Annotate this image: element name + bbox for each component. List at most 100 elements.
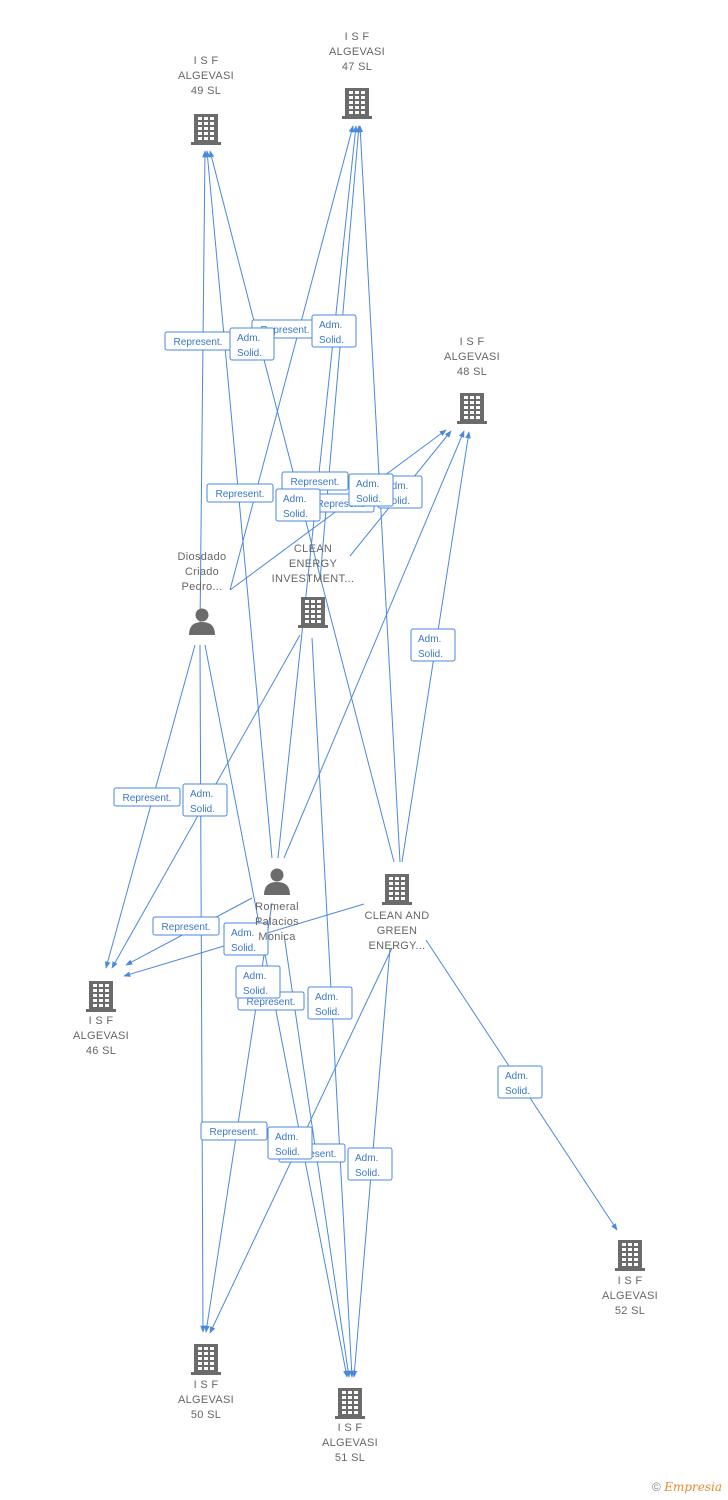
footer: © Empresia: [652, 1480, 722, 1494]
node-label-line: Criado: [185, 566, 219, 578]
node-label-line: Diosdado: [178, 551, 227, 563]
edge-label-text: Represent.: [291, 477, 340, 488]
edge-label-box: [267, 1126, 313, 1160]
edge-label-cCG-n51[interactable]: Adm. Solid.: [307, 986, 353, 1020]
edge-label-text: Represent.: [317, 499, 366, 510]
edge-label-pD-n50[interactable]: Represent.: [200, 1121, 268, 1141]
node-label-line: ALGEVASI: [602, 1290, 658, 1302]
node-label-line: ALGEVASI: [322, 1437, 378, 1449]
building-icon: [191, 114, 221, 145]
edge-label-text: Represent.: [210, 1127, 259, 1138]
brand-logo[interactable]: Empresia: [664, 1480, 722, 1494]
edge-label-cCG-n47[interactable]: Adm. Solid.: [348, 473, 394, 507]
node-pD[interactable]: DiosdadoCriadoPedro...: [178, 551, 227, 635]
edge-label-pR-n47[interactable]: Represent.: [206, 483, 274, 503]
node-cCG[interactable]: CLEAN ANDGREENENERGY...: [364, 874, 429, 952]
edge-label-cCG-n50[interactable]: Adm.Solid.: [235, 965, 281, 999]
node-label-line: I S F: [194, 1379, 219, 1391]
edge-label-cCE-n46[interactable]: Adm.Solid.: [182, 783, 228, 817]
edge-label-text: Represent.: [247, 997, 296, 1008]
edge-label-text: Solid.: [231, 943, 256, 954]
edge-label-box: [200, 1121, 268, 1141]
edge-label-text: Represent.: [261, 325, 310, 336]
edge-label-pR-n49[interactable]: Adm. Solid.: [229, 327, 275, 361]
node-n52[interactable]: I S F ALGEVASI 52 SL: [602, 1240, 658, 1317]
edge-label-cCG-n49[interactable]: Adm.Solid.: [275, 488, 321, 522]
edge-label-text: Adm.: [319, 320, 342, 331]
node-label-line: 47 SL: [342, 61, 372, 73]
node-label-line: ALGEVASI: [444, 351, 500, 363]
edge-label-text: Solid.: [237, 348, 262, 359]
node-label-line: INVESTMENT...: [272, 573, 355, 585]
edge-label-text: Solid.: [275, 1147, 300, 1158]
edge-pR-n49: [204, 150, 273, 859]
edge-label-box: [348, 473, 394, 507]
node-label-line: 46 SL: [86, 1045, 116, 1057]
edge-label-pR-n46[interactable]: Represent.: [152, 916, 220, 936]
building-icon: [615, 1240, 645, 1271]
edge-label-cCG-n52[interactable]: Adm. Solid.: [497, 1065, 543, 1099]
edge-label-box: [410, 628, 456, 662]
edge-label-box: [311, 314, 357, 348]
node-label-line: 52 SL: [615, 1305, 645, 1317]
edge-label-pD-n49[interactable]: Represent.: [164, 331, 232, 351]
edge-label-cCG-n48[interactable]: Adm. Solid.: [410, 628, 456, 662]
copyright-symbol: ©: [652, 1480, 661, 1494]
edge-label-text: Solid.: [505, 1086, 530, 1097]
edge-label-text: Adm.: [283, 494, 306, 505]
edge-label-cCE-n47[interactable]: Adm. Solid.: [311, 314, 357, 348]
edge-label-cCG-n46[interactable]: Adm. Solid.: [223, 922, 269, 956]
edge-label-pR-n50[interactable]: Adm. Solid.: [267, 1126, 313, 1160]
edge-label-box: [235, 965, 281, 999]
edge-label-text: Adm.: [505, 1071, 528, 1082]
node-label-line: ENERGY: [289, 558, 338, 570]
edge-label-text: Adm.: [231, 928, 254, 939]
building-icon: [86, 981, 116, 1012]
edge-label-text: Adm.: [356, 479, 379, 490]
node-label-line: 48 SL: [457, 366, 487, 378]
node-n51[interactable]: I S F ALGEVASI 51 SL: [322, 1388, 378, 1464]
building-icon: [191, 1344, 221, 1375]
edge-label-text: Adm.: [418, 634, 441, 645]
edge-label-text: Solid.: [418, 649, 443, 660]
edge-label-text: Adm.: [275, 1132, 298, 1143]
node-label-line: I S F: [338, 1422, 363, 1434]
node-label-line: CLEAN: [294, 543, 332, 555]
edge-label-text: Solid.: [315, 1007, 340, 1018]
edge-label-pD-n46[interactable]: Represent.: [113, 787, 181, 807]
edge-label-text: Represent.: [123, 793, 172, 804]
node-label-line: ALGEVASI: [178, 1394, 234, 1406]
node-label-line: GREEN: [377, 925, 418, 937]
edges-layer: [104, 125, 618, 1378]
edge-label-text: Adm.: [237, 333, 260, 344]
node-label-line: 51 SL: [335, 1452, 365, 1464]
edge-label-text: Solid.: [356, 494, 381, 505]
node-label-line: Pedro...: [182, 581, 223, 593]
edge-label-pD-n48[interactable]: Represent.: [281, 471, 349, 491]
edge-label-text: Adm.: [315, 992, 338, 1003]
node-label-line: CLEAN AND: [364, 910, 429, 922]
node-label-line: I S F: [618, 1275, 643, 1287]
edge-label-box: [152, 916, 220, 936]
edge-label-text: Adm.: [385, 481, 408, 492]
person-icon: [264, 868, 290, 895]
edge-pD-n51: [204, 644, 349, 1378]
edge-label-text: Solid.: [319, 335, 344, 346]
node-cCE[interactable]: CLEAN ENERGY INVESTMENT...: [272, 543, 355, 628]
edge-label-box: [229, 327, 275, 361]
node-label-line: 49 SL: [191, 85, 221, 97]
node-label-line: I S F: [89, 1015, 114, 1027]
building-icon: [457, 393, 487, 424]
edge-label-box: [182, 783, 228, 817]
edge-label-cCE-n51[interactable]: Adm.Solid.: [347, 1147, 393, 1181]
person-icon: [189, 608, 215, 635]
edge-label-text: Solid.: [355, 1168, 380, 1179]
edge-label-box: [347, 1147, 393, 1181]
